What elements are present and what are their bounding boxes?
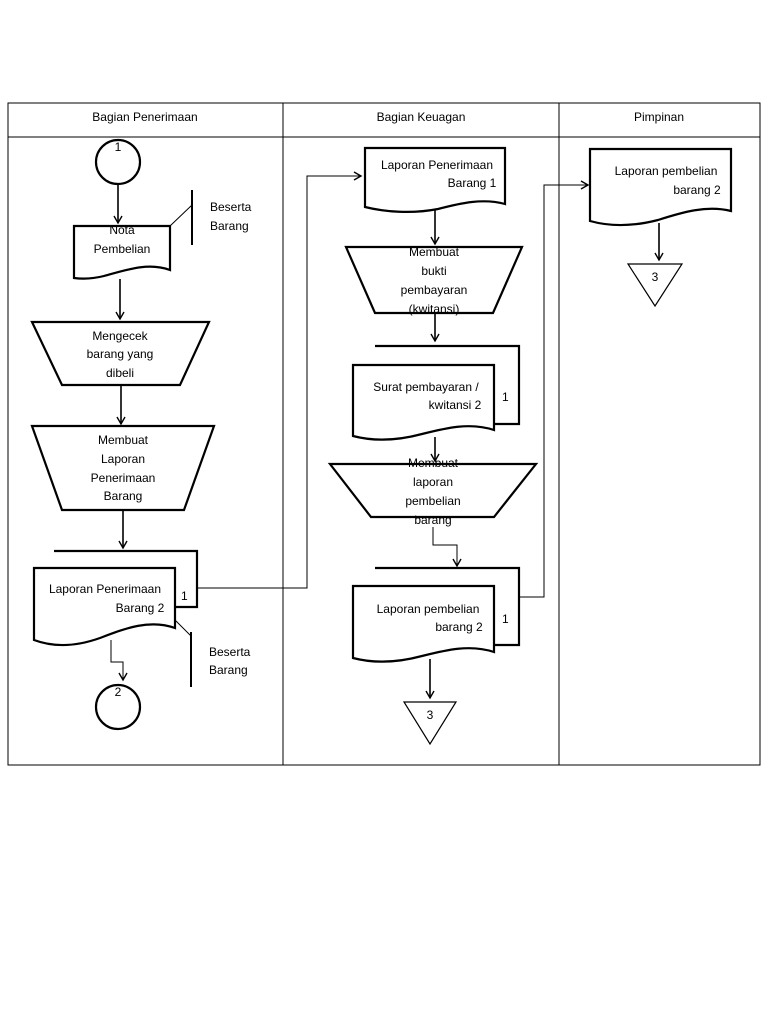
start-connector: 1 xyxy=(94,138,142,186)
membuat-laporan-penerimaan-manual-operation: Membuat Laporan Penerimaan Barang xyxy=(30,424,216,512)
swimlane-frame xyxy=(7,102,761,766)
archive-keuangan-label: 3 xyxy=(427,708,434,722)
nota-pembelian-line-1: Nota xyxy=(109,223,135,237)
membuat-bukti-line-2: bukti xyxy=(421,264,446,278)
surat-pembayaran-copy-number: 1 xyxy=(502,390,509,404)
lane-header-keuangan: Bagian Keuagan xyxy=(377,110,466,124)
membuat-laporan-pembelian-line-1: Membuat xyxy=(408,456,459,470)
laporan-penerimaan-copy-number: 1 xyxy=(181,589,188,603)
laporan-pembelian-pimpinan-document: Laporan pembelian barang 2 xyxy=(588,147,733,227)
membuat-laporan-pembelian-line-3: pembelian xyxy=(405,494,460,508)
beserta-barang-2-line-1: Beserta xyxy=(209,645,251,659)
beserta-barang-1-line-1: Beserta xyxy=(210,200,252,214)
membuat-bukti-pembayaran-manual-operation: Membuat bukti pembayaran (kwitansi) xyxy=(344,245,524,316)
laporan-pembelian-multi-document: Laporan pembelian barang 2 1 xyxy=(351,566,521,663)
membuat-laporan-pembelian-line-4: barang xyxy=(414,513,451,527)
lane-header-pimpinan: Pimpinan xyxy=(634,110,684,124)
laporan-penerimaan-multi-document: Laporan Penerimaan Barang 2 1 xyxy=(32,549,199,647)
beserta-barang-annotation-2: Beserta Barang xyxy=(174,619,251,687)
end-connector-label: 2 xyxy=(115,685,122,699)
laporan-keuangan-line-2: Barang 1 xyxy=(448,176,497,190)
laporan-pimpinan-line-2: barang 2 xyxy=(673,183,721,197)
membuat-laporan-line-4: Barang xyxy=(104,489,143,503)
membuat-laporan-line-1: Membuat xyxy=(98,433,149,447)
mengecek-line-1: Mengecek xyxy=(92,329,148,343)
archive-pimpinan-label: 3 xyxy=(652,270,659,284)
laporan-pembelian-line-2: barang 2 xyxy=(435,620,483,634)
membuat-laporan-line-3: Penerimaan xyxy=(91,471,156,485)
end-connector: 2 xyxy=(94,683,142,731)
membuat-bukti-line-3: pembayaran xyxy=(401,283,468,297)
archive-pimpinan-triangle: 3 xyxy=(626,263,684,308)
surat-pembayaran-multi-document: Surat pembayaran / kwitansi 2 1 xyxy=(351,344,521,441)
mengecek-line-3: dibeli xyxy=(106,366,134,380)
mengecek-barang-manual-operation: Mengecek barang yang dibeli xyxy=(30,320,211,387)
surat-pembayaran-line-2: kwitansi 2 xyxy=(429,398,482,412)
membuat-bukti-line-1: Membuat xyxy=(409,245,460,259)
mengecek-line-2: barang yang xyxy=(87,347,154,361)
lane-header-penerimaan: Bagian Penerimaan xyxy=(92,110,197,124)
laporan-keuangan-line-1: Laporan Penerimaan xyxy=(381,158,493,172)
laporan-penerimaan-line-2: Barang 2 xyxy=(116,601,165,615)
membuat-bukti-line-4: (kwitansi) xyxy=(409,302,460,316)
laporan-pimpinan-line-1: Laporan pembelian xyxy=(615,164,718,178)
membuat-laporan-line-2: Laporan xyxy=(101,452,145,466)
flow-penerimaan-to-keuangan xyxy=(197,171,363,589)
membuat-laporan-pembelian-manual-operation: Membuat laporan pembelian barang xyxy=(327,456,539,527)
beserta-barang-2-line-2: Barang xyxy=(209,663,248,677)
laporan-pembelian-copy-number: 1 xyxy=(502,612,509,626)
archive-keuangan-triangle: 3 xyxy=(402,701,458,746)
flow-keuangan-to-pimpinan xyxy=(519,180,590,598)
laporan-pembelian-line-1: Laporan pembelian xyxy=(377,602,480,616)
beserta-barang-annotation-1: Beserta Barang xyxy=(169,190,252,245)
membuat-laporan-pembelian-line-2: laporan xyxy=(413,475,453,489)
nota-pembelian-document: Nota Pembelian xyxy=(72,223,172,280)
laporan-penerimaan-keuangan-document: Laporan Penerimaan Barang 1 xyxy=(363,146,507,213)
surat-pembayaran-line-1: Surat pembayaran / xyxy=(373,380,479,394)
laporan-penerimaan-line-1: Laporan Penerimaan xyxy=(49,582,161,596)
start-connector-label: 1 xyxy=(115,140,122,154)
nota-pembelian-line-2: Pembelian xyxy=(94,242,151,256)
beserta-barang-1-line-2: Barang xyxy=(210,219,249,233)
